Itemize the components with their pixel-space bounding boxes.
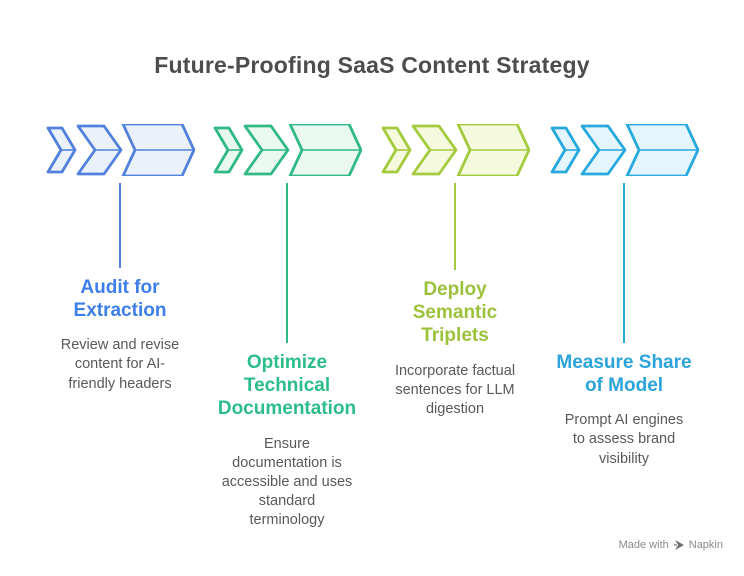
step-heading: Optimize Technical Documentation xyxy=(217,352,357,420)
chevron-arrows-icon xyxy=(381,124,530,176)
step-description: Review and revise content for AI- friend… xyxy=(60,337,180,392)
step-heading: Measure Share of Model xyxy=(556,352,692,397)
made-with-napkin-link[interactable]: Made with Napkin xyxy=(619,539,723,551)
connector-line xyxy=(119,183,121,268)
napkin-logo-icon xyxy=(673,540,684,550)
step-column-optimize-technical-documentation: Optimize Technical Documentation Ensure … xyxy=(207,124,367,530)
made-with-text: Made with xyxy=(618,539,669,551)
step-column-audit-for-extraction: Audit for Extraction Review and revise c… xyxy=(40,124,200,394)
page-title: Future-Proofing SaaS Content Strategy xyxy=(154,52,590,78)
step-heading: Deploy Semantic Triplets xyxy=(412,279,498,347)
step-column-deploy-semantic-triplets: Deploy Semantic Triplets Incorporate fac… xyxy=(375,124,535,419)
chevron-arrows-icon xyxy=(213,124,362,176)
connector-line xyxy=(623,183,625,343)
brand-name: Napkin xyxy=(688,539,723,551)
step-heading: Audit for Extraction xyxy=(73,277,167,322)
chevron-arrows-icon xyxy=(550,124,699,176)
connector-line xyxy=(286,183,288,343)
chevron-arrows-icon xyxy=(46,124,195,176)
step-description: Ensure documentation is accessible and u… xyxy=(221,435,353,529)
connector-line xyxy=(454,183,456,270)
step-column-measure-share-of-model: Measure Share of Model Prompt AI engines… xyxy=(544,124,704,469)
step-description: Prompt AI engines to assess brand visibi… xyxy=(564,412,684,467)
step-description: Incorporate factual sentences for LLM di… xyxy=(394,362,516,417)
